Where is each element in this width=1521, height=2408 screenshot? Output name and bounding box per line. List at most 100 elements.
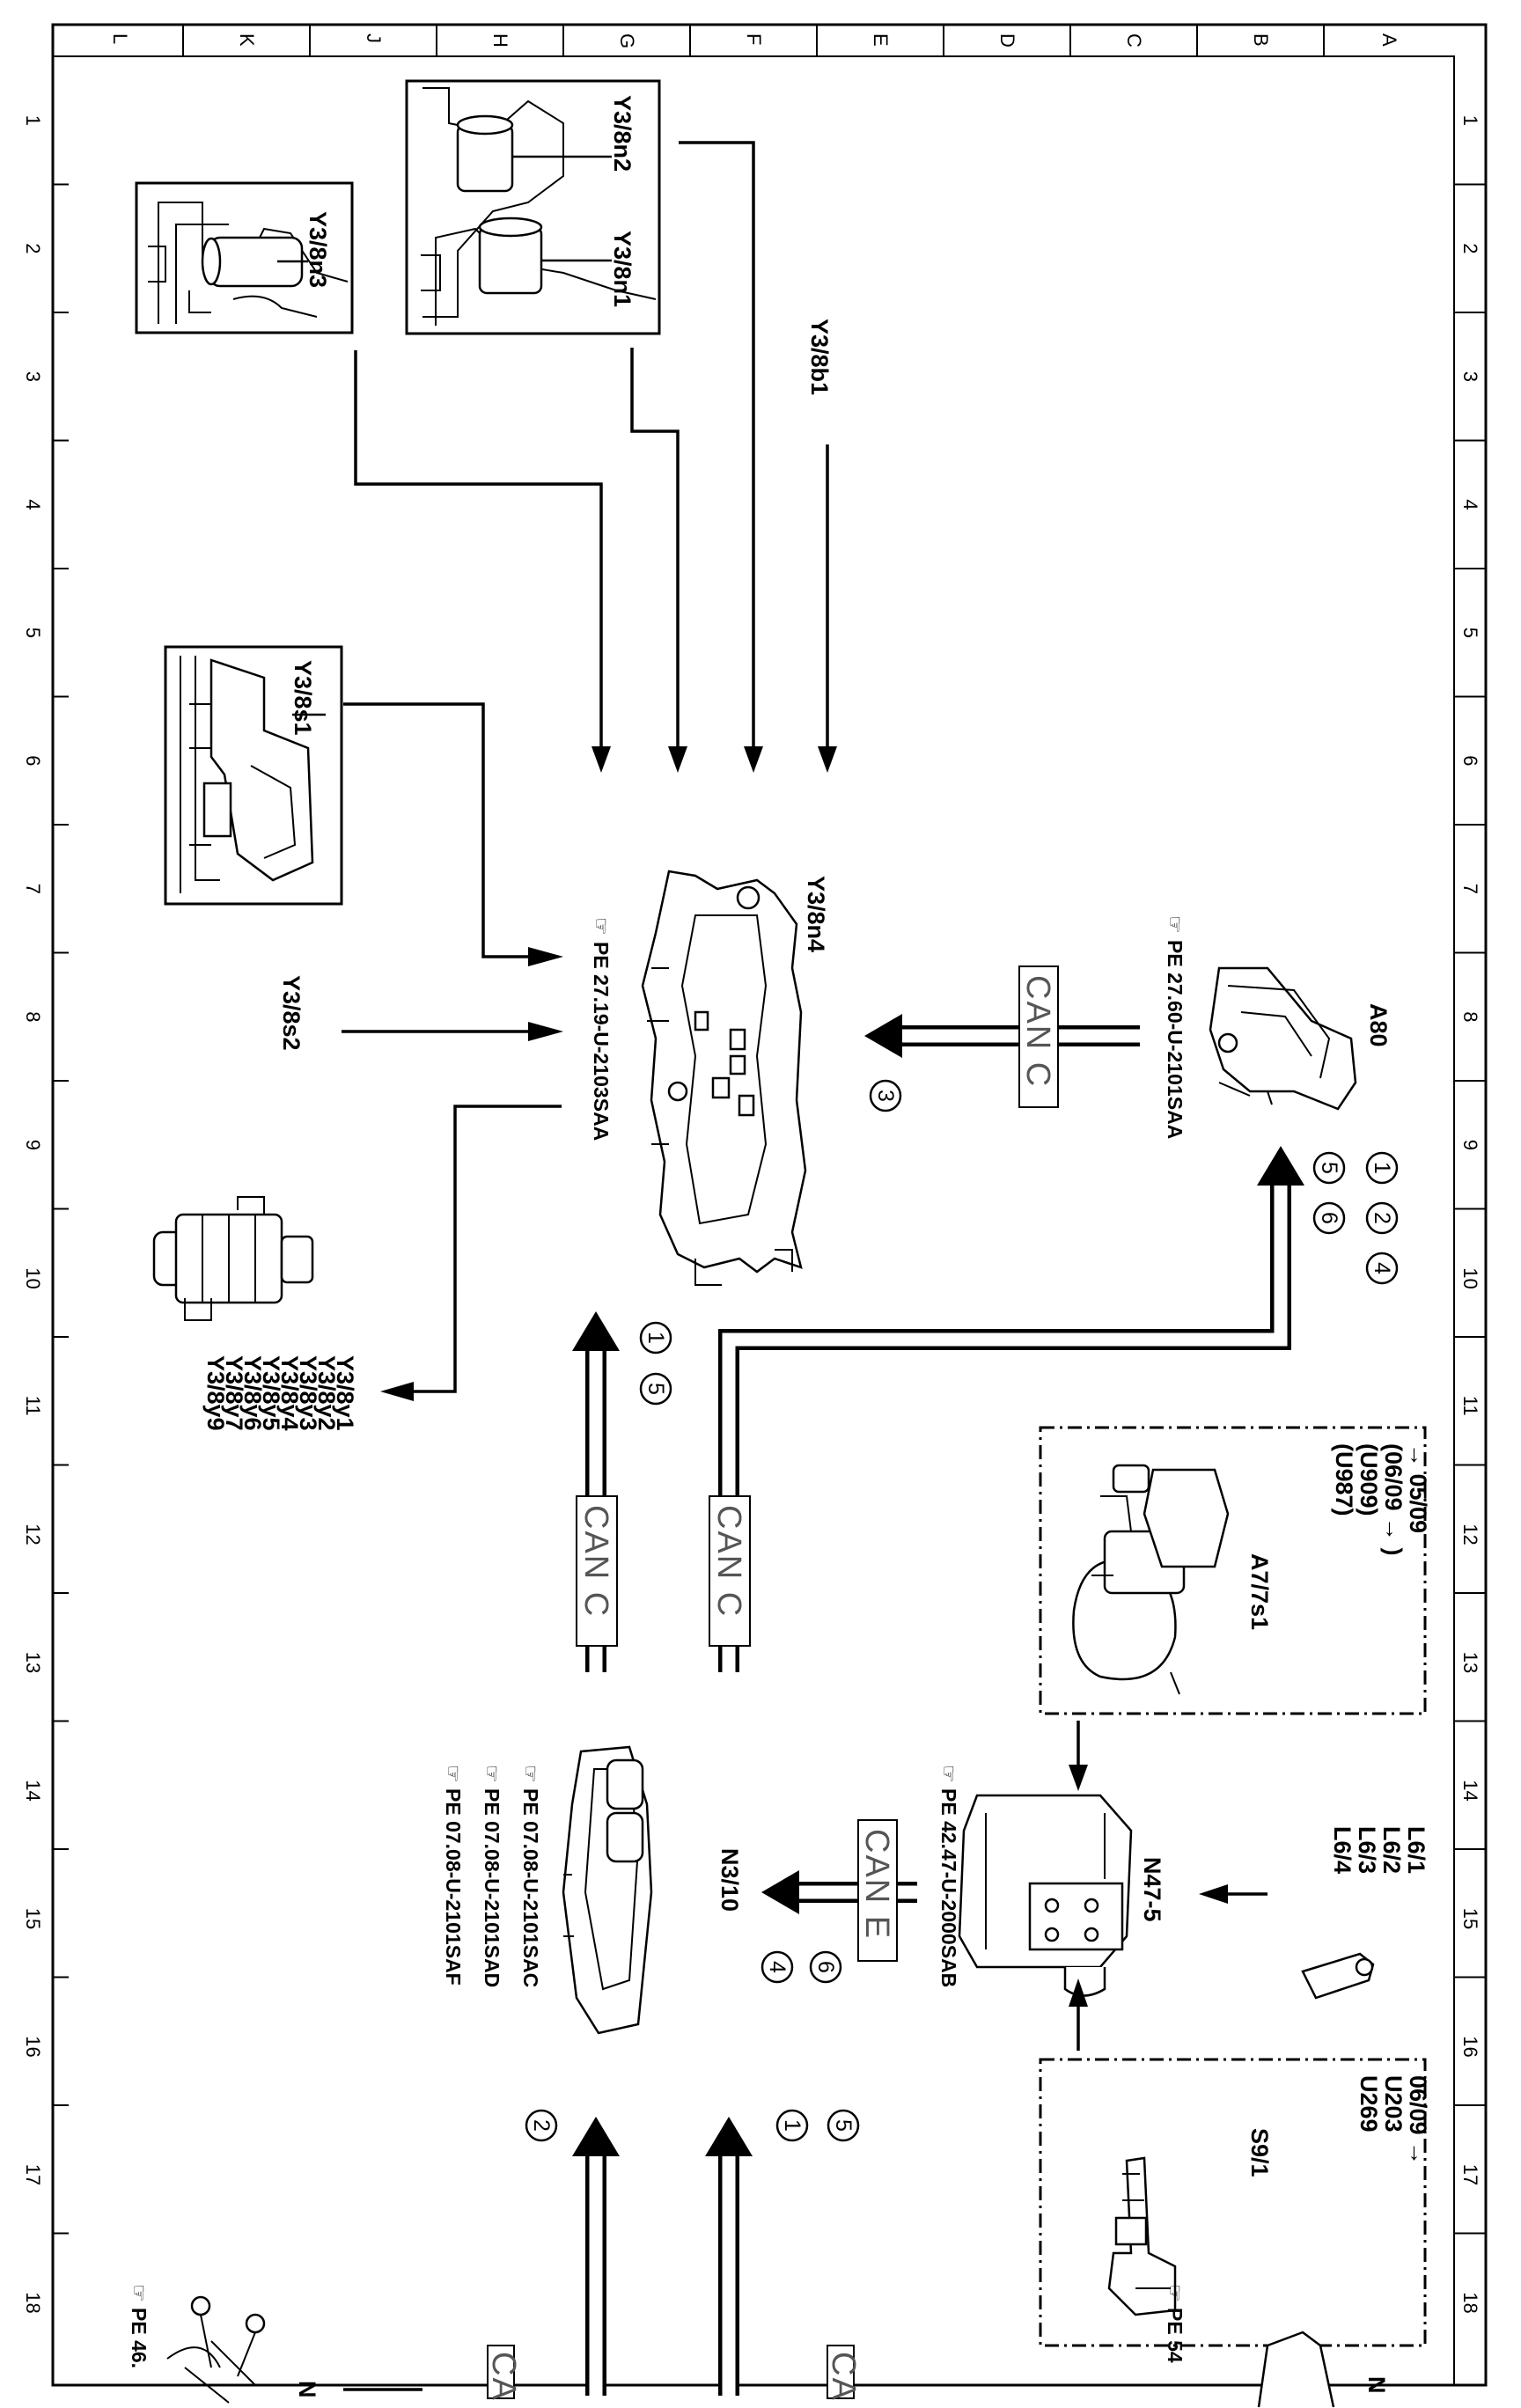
- ref-y3-8n4: ☞ PE 27.19-U-2103SAA: [590, 917, 613, 1141]
- valve-label-4: Y3/8y4: [276, 1355, 303, 1431]
- circle-note-5-number: 5: [831, 2119, 856, 2132]
- l6-sensor-labels: L6/1L6/2L6/3L6/4: [1329, 1826, 1429, 1874]
- row-label-right-6: 6: [1459, 755, 1481, 766]
- svg-text:3: 3: [873, 1090, 898, 1102]
- circle-note-1-number: 1: [643, 1332, 668, 1344]
- row-label-left-18: 18: [22, 2292, 44, 2313]
- y3-8s1-wire: [343, 702, 528, 958]
- row-label-left-8: 8: [22, 1011, 44, 1022]
- row-label-left-1: 1: [22, 115, 44, 126]
- bottom-right-partial-part: ☞ PE 54 N: [1164, 2284, 1390, 2408]
- row-label-right-14: 14: [1459, 1780, 1481, 1801]
- s9-1-label: S9/1: [1246, 2128, 1273, 2177]
- l6-label-2: L6/2: [1378, 1826, 1405, 1874]
- row-label-right-4: 4: [1459, 499, 1481, 510]
- y3-8s2-label: Y3/8s2: [278, 975, 305, 1051]
- valve-label-3: Y3/8y3: [295, 1355, 321, 1431]
- circle-note-1: 1: [775, 2109, 809, 2142]
- valve-label-8: Y3/8y9: [202, 1355, 229, 1431]
- can-c-circle-notes: 15: [639, 1321, 672, 1406]
- row-label-left-11: 11: [22, 1396, 44, 1416]
- row-label-right-3: 3: [1459, 371, 1481, 382]
- n3-10-part: N3/10: [562, 1745, 743, 2035]
- hand-icon: ☞: [128, 2284, 151, 2302]
- can-c-label-1: CAN C: [1019, 975, 1056, 1088]
- circle-note-6: 6: [1312, 1201, 1346, 1235]
- row-label-right-1: 1: [1459, 115, 1481, 126]
- row-label-left-9: 9: [22, 1140, 44, 1150]
- row-label-left-16: 16: [22, 2036, 44, 2057]
- circle-note-2-number: 2: [529, 2119, 554, 2132]
- y3-8n2-label: Y3/8n2: [609, 95, 636, 172]
- row-label-right-5: 5: [1459, 628, 1481, 638]
- y3-8s1-label: Y3/8s1: [290, 660, 316, 736]
- a7-note-2: (06/09 → ): [1380, 1443, 1407, 1556]
- ref-n3-10: ☞PE 07.08-U-2101SAC☞PE 07.08-U-2101SAD☞P…: [442, 1765, 542, 1987]
- can-c-label-3: CAN C: [710, 1505, 747, 1618]
- column-label-K: K: [236, 33, 258, 47]
- row-label-left-12: 12: [22, 1523, 44, 1545]
- row-label-left-3: 3: [22, 371, 44, 382]
- l6-sensor-group: L6/1L6/2L6/3L6/4: [1301, 1826, 1429, 2000]
- a7-7s1-notes: → 05/09(06/09 → )(U909)(U987): [1331, 1443, 1431, 1556]
- row-label-left-15: 15: [22, 1908, 44, 1929]
- ref-n47: ☞ PE 42.47-U-2000SAB: [937, 1765, 960, 1987]
- hand-icon: ☞: [1164, 915, 1187, 934]
- a80-label: A80: [1365, 1003, 1392, 1047]
- a7-7s1-label: A7/7s1: [1246, 1553, 1273, 1630]
- hand-icon: ☞: [937, 1765, 960, 1783]
- l6-label-1: L6/1: [1403, 1826, 1429, 1874]
- circle-note-2: 2: [1365, 1201, 1399, 1235]
- column-label-H: H: [489, 33, 511, 48]
- row-label-right-13: 13: [1459, 1652, 1481, 1673]
- can-e-label: CAN E: [858, 1829, 895, 1940]
- y3-8n2-n1-sensors: Y3/8n2 Y3/8n1: [405, 79, 661, 335]
- row-label-right-17: 17: [1459, 2164, 1481, 2185]
- s9-note-2: U203: [1380, 2075, 1407, 2133]
- row-label-right-10: 10: [1459, 1267, 1481, 1288]
- ref-bottom-left-text: PE 46.: [128, 2308, 151, 2368]
- ref-a80: ☞ PE 27.60-U-2101SAA: [1164, 915, 1187, 1139]
- y3-8n3-sensor: Y3/8n3: [135, 181, 354, 334]
- y3-8n3-label: Y3/8n3: [305, 211, 331, 288]
- circle-note-6: 6: [809, 1950, 842, 1984]
- circle-note-6-number: 6: [1317, 1212, 1341, 1224]
- circle-note-6-number: 6: [813, 1961, 838, 1973]
- circle-note-5-number: 5: [643, 1383, 668, 1395]
- can-c-label-2: CAN C: [577, 1505, 614, 1618]
- row-label-right-12: 12: [1459, 1523, 1481, 1545]
- circle-note-4: 4: [1365, 1252, 1399, 1285]
- row-label-right-11: 11: [1459, 1396, 1481, 1416]
- l6-label-3: L6/3: [1354, 1826, 1380, 1874]
- ref-n47-text: PE 42.47-U-2000SAB: [937, 1788, 960, 1987]
- column-label-F: F: [743, 33, 765, 45]
- ref-n3-10-text-3: PE 07.08-U-2101SAF: [442, 1788, 465, 1986]
- row-label-left-6: 6: [22, 755, 44, 766]
- row-label-left-10: 10: [22, 1267, 44, 1288]
- row-label-left-14: 14: [22, 1780, 44, 1801]
- circle-note-1: 1: [639, 1321, 672, 1354]
- bottom-bus-left: CA: [485, 2117, 620, 2402]
- circle-note-3: 3: [869, 1079, 902, 1112]
- row-label-right-16: 16: [1459, 2036, 1481, 2057]
- circle-note-5: 5: [1312, 1151, 1346, 1185]
- circle-note-5: 5: [639, 1372, 672, 1406]
- row-label-left-13: 13: [22, 1652, 44, 1673]
- s9-note-1: 06/09 →: [1405, 2075, 1431, 2165]
- circle-note-1: 1: [1365, 1151, 1399, 1185]
- valve-wire: [414, 1105, 562, 1393]
- circle-note-4: 4: [760, 1950, 794, 1984]
- s9-note-3: U269: [1356, 2075, 1382, 2133]
- valve-label-6: Y3/8y6: [239, 1355, 266, 1431]
- column-label-B: B: [1250, 33, 1272, 47]
- y3-8b1-label: Y3/8b1: [806, 319, 833, 395]
- diagram-frame: [51, 23, 1488, 2387]
- hand-icon: ☞: [442, 1765, 465, 1783]
- circle-note-4-number: 4: [765, 1961, 790, 1973]
- top-signal-wires: [354, 141, 837, 773]
- row-label-left-5: 5: [22, 628, 44, 638]
- column-label-D: D: [996, 33, 1018, 48]
- row-label-left-2: 2: [22, 243, 44, 253]
